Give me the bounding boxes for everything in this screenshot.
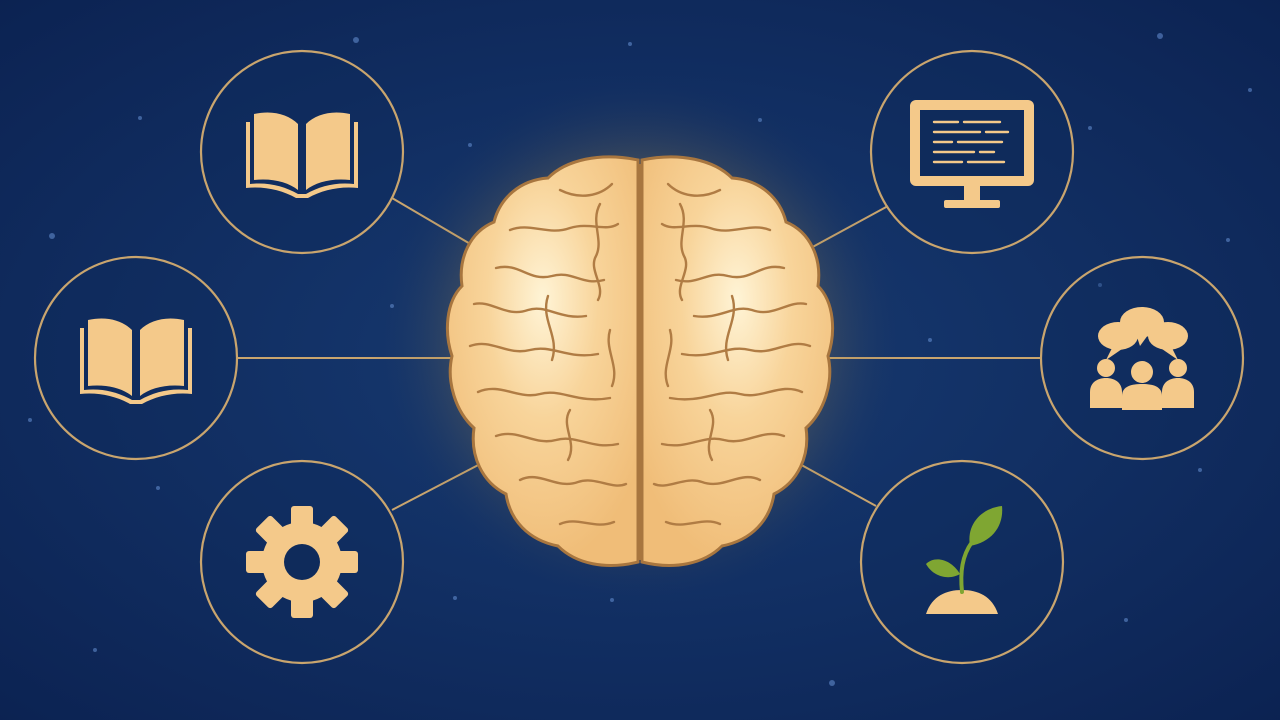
community-node-right — [1039, 255, 1245, 461]
book-node-top-left — [199, 49, 405, 255]
people-discussion-icon — [1090, 307, 1194, 410]
sprout-icon — [926, 506, 1003, 614]
brain-folds — [468, 182, 812, 526]
gear-icon — [246, 506, 358, 618]
brain-icon — [445, 155, 835, 567]
brain-right-hemisphere — [640, 155, 835, 567]
monitor-icon — [910, 100, 1034, 208]
book-node-left — [33, 255, 239, 461]
brain-left-hemisphere — [445, 155, 640, 567]
open-book-icon — [80, 318, 192, 404]
open-book-icon — [246, 112, 358, 198]
